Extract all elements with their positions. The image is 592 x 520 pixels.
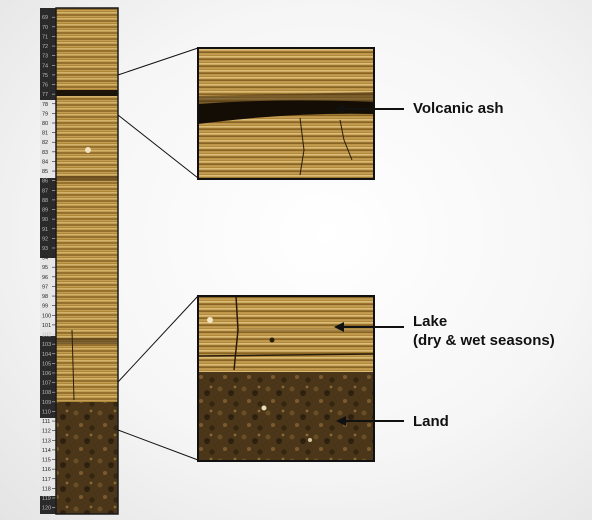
core-ash-layer [56, 90, 118, 96]
ruler-tick-label: 88 [42, 198, 48, 204]
zoom-crack [339, 119, 353, 161]
zoom-laminations [198, 296, 374, 378]
ruler-tick-label: 97 [42, 284, 48, 290]
label-arrows [334, 104, 404, 426]
zoom-crack [299, 117, 305, 176]
ruler-tick-label: 100 [42, 313, 51, 319]
ruler-white-segment [40, 258, 56, 336]
ruler-tick-label: 72 [42, 44, 48, 50]
ruler-tick-label: 104 [42, 352, 51, 358]
ruler-tick-label: 113 [42, 438, 51, 444]
ruler-tick-label: 114 [42, 448, 51, 454]
zoom-panel-border [197, 295, 375, 462]
zoom-crack [197, 353, 375, 357]
label-lake: Lake (dry & wet seasons) [413, 312, 555, 350]
ruler-tick-label: 69 [42, 15, 48, 21]
core-outline [55, 7, 119, 515]
core-dark-band [56, 176, 118, 181]
ruler-tick-label: 84 [42, 159, 48, 165]
ruler-tick-label: 76 [42, 83, 48, 89]
ruler-white-segment [40, 418, 56, 496]
core-soil-section [56, 402, 118, 514]
ruler-tick-label: 106 [42, 371, 51, 377]
depth-ruler: 69 70 71 72 73 74 75 76 77 78 79 80 81 82 83 84 85 86 87 88… [40, 8, 56, 514]
label-volcanic-ash: Volcanic ash [413, 100, 504, 117]
ruler-tick-label: 82 [42, 140, 48, 146]
ruler-tick-label: 116 [42, 467, 51, 473]
ruler-tick-label: 89 [42, 208, 48, 214]
ruler-tick-label: 99 [42, 304, 48, 310]
core-crack [71, 329, 75, 401]
ruler-tick-label: 103 [42, 342, 51, 348]
sediment-core [55, 7, 119, 515]
ruler-tick-label: 70 [42, 25, 48, 31]
ruler-tick-label: 110 [42, 409, 51, 415]
ruler-tick-label: 102 [42, 333, 51, 339]
ruler-tick-label: 118 [42, 486, 51, 492]
ruler-tick-label: 79 [42, 111, 48, 117]
ruler-tick-label: 112 [42, 429, 51, 435]
ruler-white-segment [40, 100, 56, 178]
ruler-tick-label: 96 [42, 275, 48, 281]
ruler-tick-label: 78 [42, 102, 48, 108]
label-lake-line1: Lake [413, 313, 448, 330]
core-tint [56, 8, 118, 402]
core-laminated-section [56, 8, 118, 402]
zoom-panel-lake-land [197, 295, 375, 462]
zoom-panel-border [197, 47, 375, 180]
ruler-tick-label: 91 [42, 227, 48, 233]
ruler-tick-label: 86 [42, 179, 48, 185]
ruler-tick-label: 107 [42, 381, 51, 387]
core-dark-band [56, 338, 118, 344]
ruler-tick-label: 92 [42, 236, 48, 242]
ruler-tick-label: 95 [42, 265, 48, 271]
ruler-tick-label: 108 [42, 390, 51, 396]
ruler-tick-label: 73 [42, 54, 48, 60]
zoom-pebble [207, 317, 213, 323]
ruler-tick-label: 109 [42, 400, 51, 406]
ruler-tick-label: 77 [42, 92, 48, 98]
ruler-tick-label: 83 [42, 150, 48, 156]
core-pebble [85, 147, 91, 153]
zoom-panel-volcanic [197, 47, 375, 180]
label-land: Land [413, 413, 449, 430]
ruler-tick-label: 111 [42, 419, 50, 425]
ruler-tick-label: 117 [42, 477, 51, 483]
ruler-tick-label: 101 [42, 323, 51, 329]
ruler-tick-label: 90 [42, 217, 48, 223]
ruler-tick-label: 81 [42, 131, 48, 137]
label-lake-line2: (dry & wet seasons) [413, 332, 555, 349]
ruler-tick-label: 74 [42, 63, 48, 69]
zoom-ash-layer [198, 100, 374, 124]
zoom-connectors [117, 47, 199, 461]
ruler-tick-label: 98 [42, 294, 48, 300]
ruler-tick-label: 105 [42, 361, 51, 367]
ruler-tick-label: 75 [42, 73, 48, 79]
ruler-tick-label: 115 [42, 458, 51, 464]
ruler-tick-label: 119 [42, 496, 51, 502]
ruler-tick-label: 94 [42, 256, 48, 262]
ruler-tick-label: 120 [42, 506, 51, 512]
ruler-tick-label: 85 [42, 169, 48, 175]
zoom-soil [198, 372, 374, 461]
ruler-tick-label: 80 [42, 121, 48, 127]
ruler-tick-label: 87 [42, 188, 48, 194]
ruler-tick-label: 93 [42, 246, 48, 252]
ruler-ticks: 69 70 71 72 73 74 75 76 77 78 79 80 81 82 83 84 85 86 87 88… [42, 15, 56, 512]
ruler-tick-label: 71 [42, 34, 48, 40]
